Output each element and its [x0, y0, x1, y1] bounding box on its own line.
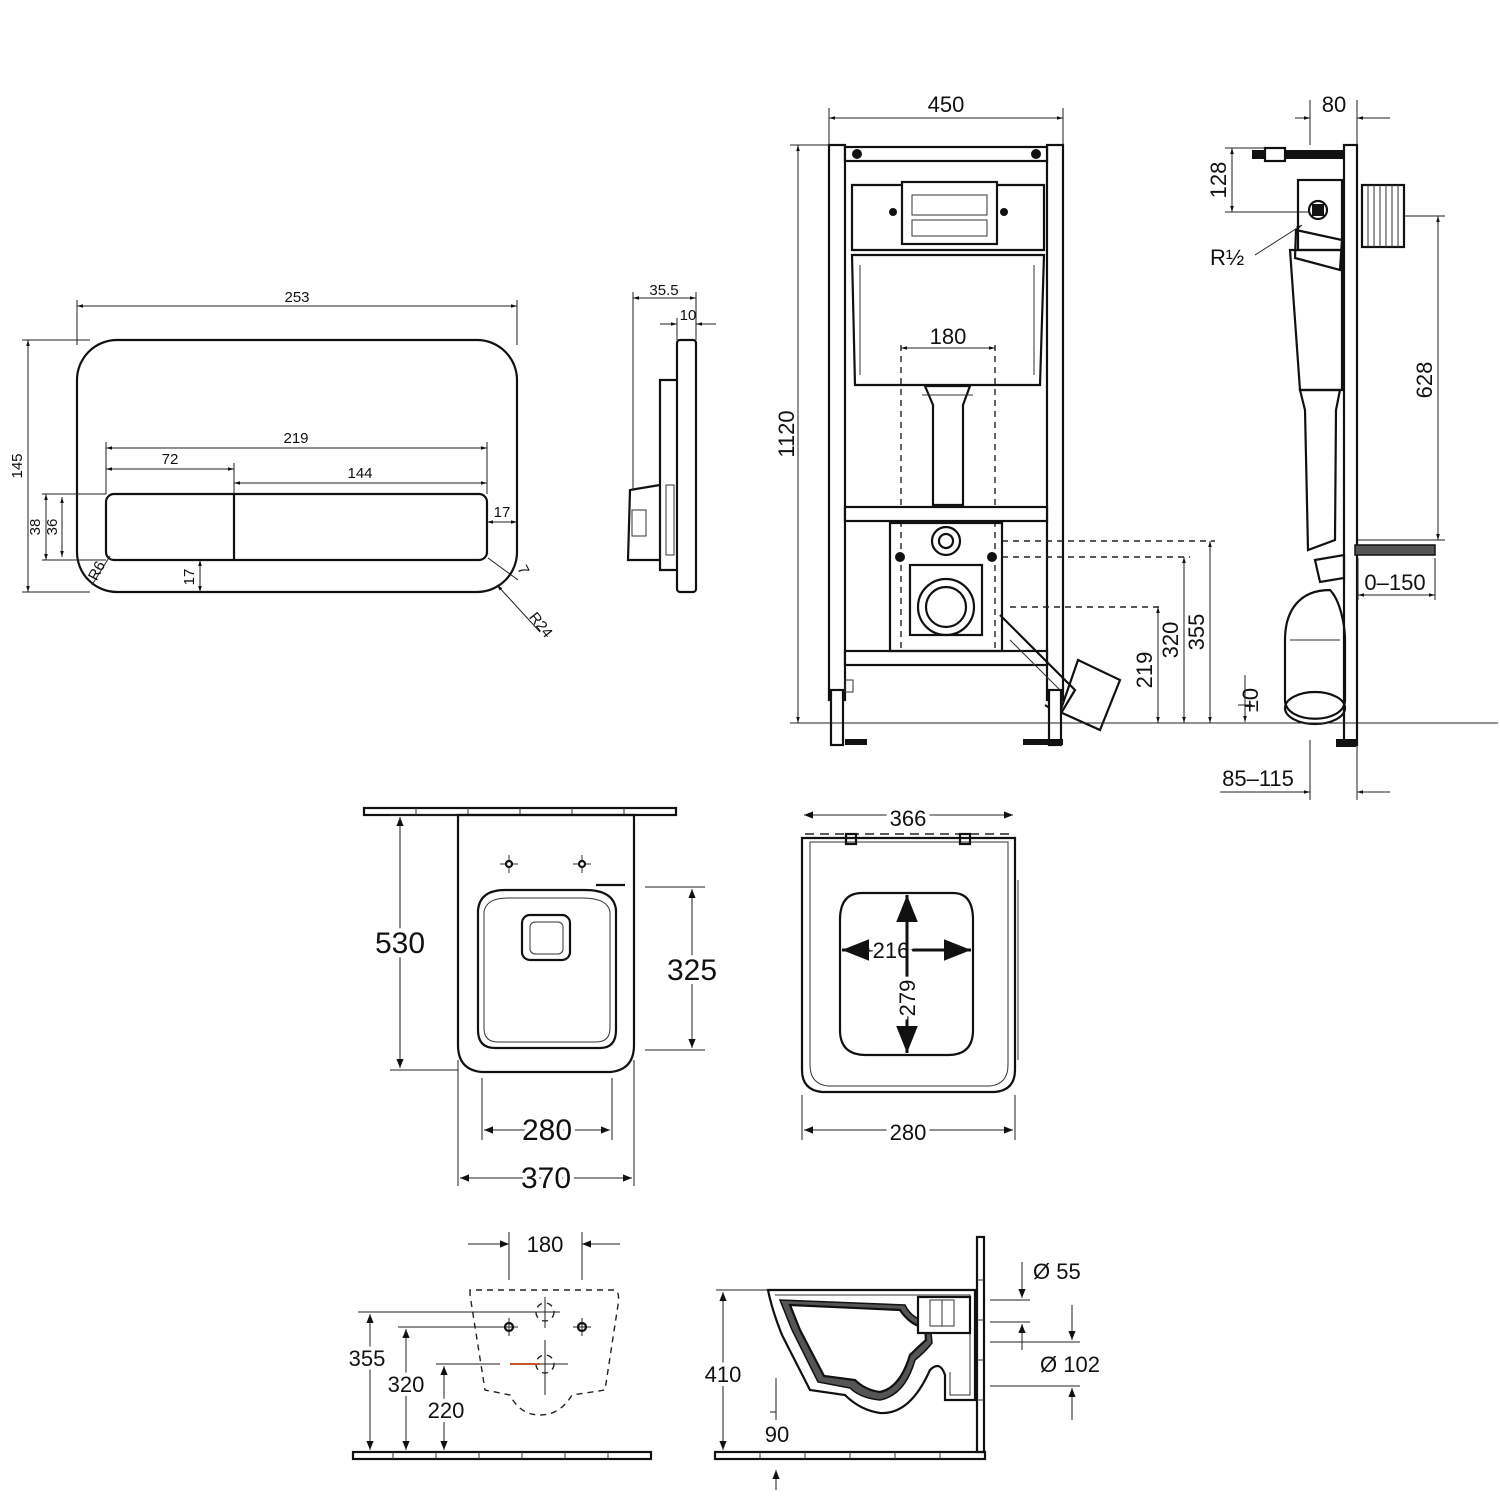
plate-height-label: 145 [9, 453, 26, 478]
wc-inner-width-label: 280 [522, 1114, 572, 1147]
plate-outline [75, 338, 519, 594]
frame-height-label: 1120 [774, 410, 799, 457]
wc-water-area [520, 913, 572, 962]
h-320-back-label: 320 [388, 1372, 425, 1397]
frame-side-view: 80 128 R½ 628 0–150 ±0 85–115 [1206, 92, 1498, 800]
floor-gap-label: 90 [765, 1422, 789, 1447]
side-margin-label: 17 [494, 504, 511, 521]
wc-back-outline [469, 1289, 620, 1416]
corner-small-label: 7 [514, 562, 533, 577]
wc-bowl-length-label: 325 [667, 954, 717, 987]
wc-bowl-rim [476, 888, 618, 1050]
corner-radius-label: R24 [525, 609, 555, 641]
top-offset-label: 80 [1322, 92, 1346, 117]
frame-right-post [1045, 143, 1065, 702]
depth-range-label: 85–115 [1222, 766, 1294, 791]
wc-side-view: 410 90 Ø 55 Ø 102 [701, 1235, 1100, 1490]
plate-side-profile [675, 338, 698, 594]
wc-back-view: 180 355 320 220 [345, 1232, 653, 1461]
flush-valve-box [900, 180, 999, 246]
outlet-connector [916, 577, 976, 637]
seat-opening [838, 891, 975, 1057]
bolt-spacing-label: 180 [527, 1232, 564, 1257]
seat-opening-width-label: 216 [873, 938, 910, 963]
wall-panel [1354, 544, 1436, 556]
flush-plate-side-view: 35.5 10 [626, 282, 716, 594]
outlet-diameter-label: Ø 102 [1040, 1352, 1100, 1377]
large-button-label: 144 [347, 465, 372, 482]
inlet-connector [930, 525, 962, 557]
wall-adjust-label: 0–150 [1364, 570, 1425, 595]
h-320-label: 320 [1158, 622, 1183, 659]
wc-side-wall [975, 1235, 986, 1454]
plate-depth-label: 35.5 [649, 282, 678, 299]
plate-thickness-label: 10 [680, 307, 697, 324]
flush-plate-front-view: 253 219 72 144 145 38 36 17 17 R6 7 [9, 289, 556, 641]
top-height-label: 128 [1206, 162, 1231, 199]
h-355-back-label: 355 [349, 1346, 386, 1371]
button-height-inner-label: 36 [44, 519, 61, 536]
wc-back-floor [351, 1450, 653, 1461]
seat-top-width-label: 366 [890, 806, 927, 831]
button-height-outer-label: 38 [27, 519, 44, 536]
cistern-body [850, 253, 1046, 387]
flush-pipe [923, 384, 972, 507]
wc-bowl-outline [456, 813, 636, 1074]
buttons-width-label: 219 [283, 430, 308, 447]
cistern-height-label: 628 [1412, 362, 1437, 399]
wc-top-view: 530 325 280 370 [362, 806, 721, 1199]
connector-plate [888, 521, 1004, 653]
wc-length-label: 530 [375, 927, 425, 960]
seat-outline [800, 836, 1017, 1094]
side-drain-bend [1283, 588, 1347, 720]
h-220-back-label: 220 [428, 1398, 465, 1423]
plate-width-label: 253 [284, 289, 309, 306]
thread-label: R½ [1210, 245, 1244, 270]
side-cistern [1288, 248, 1344, 392]
outlet-hole [535, 1354, 555, 1374]
button-panel [104, 492, 489, 562]
bottom-margin-label: 17 [181, 569, 198, 586]
h-355-label: 355 [1184, 614, 1209, 651]
frame-left-post [827, 143, 847, 702]
inlet-diameter-label: Ø 55 [1033, 1259, 1081, 1284]
seat-bottom-width-label: 280 [890, 1120, 927, 1145]
seat-opening-length-label: 279 [895, 980, 920, 1017]
h-219-label: 219 [1132, 652, 1157, 689]
small-button-label: 72 [162, 451, 179, 468]
wc-outer-width-label: 370 [521, 1162, 571, 1195]
floor-level-label: ±0 [1238, 688, 1263, 712]
frame-front-view: 180 450 1120 [774, 92, 1230, 747]
actuator-box [626, 483, 661, 562]
side-flush-pipe [1298, 388, 1342, 552]
outlet-spacing-label: 180 [930, 324, 967, 349]
seat-top-view: 366 280 216 279 [800, 802, 1019, 1149]
wc-bowl-profile [766, 1288, 977, 1415]
wc-height-label: 410 [705, 1362, 742, 1387]
frame-width-label: 450 [928, 92, 965, 117]
